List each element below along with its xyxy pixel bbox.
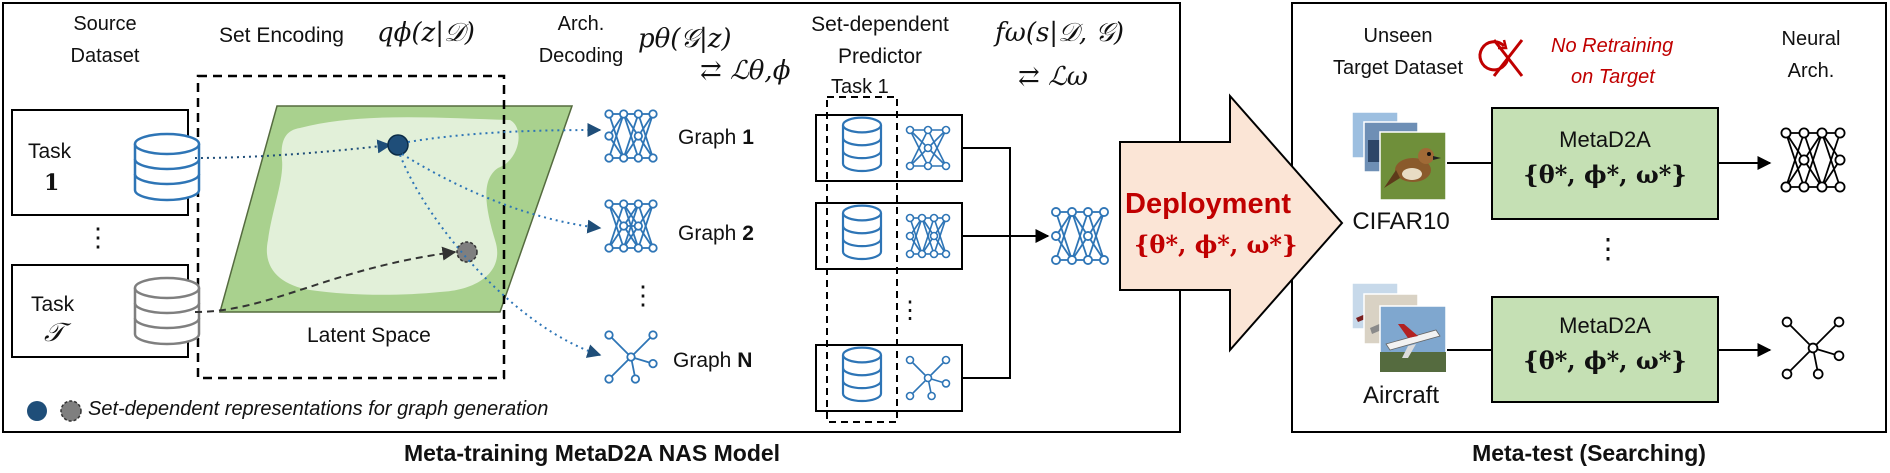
neural-arch-1-icon <box>1780 127 1846 193</box>
latent-point-task-t <box>456 241 478 263</box>
neural-arch-label-1: Neural <box>1781 28 1841 50</box>
arch-decoding-label-1: Arch. <box>557 13 605 35</box>
decode-arrow-graph-1 <box>407 123 602 143</box>
metad2a-params-2-wrap: {θ*, ϕ*, ω*} <box>1523 346 1686 376</box>
deployment-title: Deployment <box>1125 188 1291 220</box>
predictor-task-box <box>826 96 898 423</box>
set-encoding-box <box>196 74 506 380</box>
unseen-target-label-2: Target Dataset <box>1332 57 1464 79</box>
metad2a-params-2: {θ*, ϕ*, ω*} <box>1523 346 1687 375</box>
no-retraining-icon <box>1478 39 1524 77</box>
predictor-connector <box>962 147 1011 379</box>
aircraft-image-stack <box>1351 282 1447 373</box>
metad2a-name-1: MetaD2A <box>1559 127 1651 152</box>
task-t-database-icon <box>133 276 201 346</box>
graph-1-icon <box>604 109 658 163</box>
meta-test-caption: Meta-test (Searching) <box>1472 440 1706 466</box>
predictor-formula: fω(s|𝒟, 𝒢) <box>995 18 1125 48</box>
graph-n-label: Graph N <box>673 349 753 372</box>
source-dataset-label-2: Dataset <box>70 45 140 67</box>
latent-space-label: Latent Space <box>307 324 431 347</box>
predictor-title-2: Predictor <box>837 45 923 68</box>
dataset-aircraft-label: Aircraft <box>1362 382 1440 409</box>
predictor-vertical-dots: ⋮ <box>898 297 922 324</box>
meta-test-vertical-dots: ⋮ <box>1594 233 1622 264</box>
arch-decoding-label-2: Decoding <box>538 45 624 67</box>
task-1-label: Task <box>28 140 72 163</box>
graphs-vertical-dots: ⋮ <box>630 280 656 310</box>
meta-training-caption: Meta-training MetaD2A NAS Model <box>403 440 781 466</box>
legend-blue-point <box>27 401 47 421</box>
arch-decoding-formula: pθ(𝒢|z) <box>638 24 732 54</box>
task-t-encode-arrow <box>194 246 457 313</box>
graph-1-label: Graph 1 <box>678 126 754 149</box>
set-encoding-formula: qϕ(z|𝒟) <box>377 18 475 48</box>
task-t-index: 𝒯 <box>44 318 64 348</box>
metad2a-params-1: {θ*, ϕ*, ω*} <box>1523 160 1687 189</box>
graph-2-icon <box>604 199 658 253</box>
metad2a-name-2: MetaD2A <box>1559 313 1651 338</box>
predictor-database-icons <box>841 116 883 403</box>
loss-omega: ⇄ ℒω <box>1018 62 1088 92</box>
no-retraining-label-2: on Target <box>1571 66 1655 88</box>
source-dataset-label-1: Source <box>73 13 137 35</box>
graph-n-icon <box>604 330 658 384</box>
metad2a-box-cifar10 <box>1491 107 1719 220</box>
set-encoding-label: Set Encoding <box>219 24 344 47</box>
neural-arch-2-icon <box>1781 316 1845 380</box>
predictor-title-1: Set-dependent <box>811 13 949 36</box>
neural-arch-label-2: Arch. <box>1787 60 1835 82</box>
predictor-row-n <box>815 344 963 412</box>
loss-theta-phi: ⇄ ℒθ,ϕ <box>700 56 791 86</box>
dataset-cifar10-label: CIFAR10 <box>1352 208 1450 235</box>
predictor-graph-1-icon <box>905 125 951 171</box>
predictor-row-1 <box>815 114 963 182</box>
cifar10-image-stack <box>1351 111 1447 201</box>
no-retraining-label-1: No Retraining <box>1551 35 1674 57</box>
selected-graph-icon <box>1051 207 1109 265</box>
tasks-vertical-dots: ⋮ <box>85 222 111 252</box>
metad2a-box-aircraft <box>1491 296 1719 403</box>
task-1-index: 1 <box>44 170 60 196</box>
predictor-task-label: Task 1 <box>831 76 889 98</box>
latent-point-task-1 <box>387 134 409 156</box>
task-t-label: Task <box>31 293 75 316</box>
predictor-graph-n-icon <box>905 355 951 401</box>
unseen-target-label-1: Unseen <box>1363 25 1433 47</box>
legend-gray-point <box>60 400 82 422</box>
decode-arrow-graph-n <box>399 154 602 358</box>
deployment-arrow <box>1119 93 1344 353</box>
task-1-database-icon <box>133 132 201 202</box>
legend-text: Set-dependent representations for graph … <box>88 398 549 420</box>
deployment-params: {θ*, ϕ*, ω*} <box>1134 230 1298 259</box>
decode-arrow-graph-2 <box>401 153 602 234</box>
predictor-graph-2-icon <box>905 213 951 259</box>
graph-2-label: Graph 2 <box>678 222 754 245</box>
